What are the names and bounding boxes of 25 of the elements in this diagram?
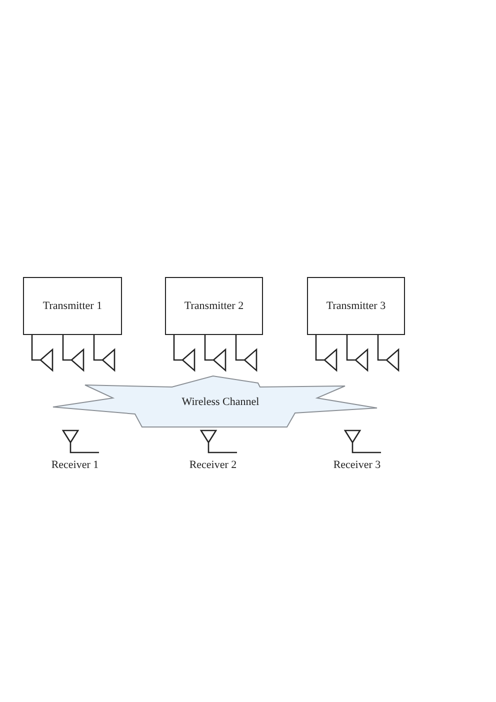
connector-line <box>62 335 71 361</box>
receiver-label: Receiver 2 <box>188 459 238 471</box>
antenna-icon <box>182 349 195 371</box>
connector-line <box>346 335 355 361</box>
antenna-icon <box>244 349 257 371</box>
connector-line <box>31 335 40 361</box>
connector-line <box>93 335 102 361</box>
antenna-icon <box>40 349 53 371</box>
antenna-icon <box>102 349 115 371</box>
connector-line <box>377 335 386 361</box>
antenna-icon <box>71 349 84 371</box>
receiver-label: Receiver 1 <box>50 459 100 471</box>
receiver-label: Receiver 3 <box>332 459 382 471</box>
connector-line <box>204 335 213 361</box>
antenna-icon <box>213 349 226 371</box>
antenna-icon <box>386 349 399 371</box>
connector-line <box>235 335 244 361</box>
antenna-icon <box>355 349 368 371</box>
transmitter-box: Transmitter 3 <box>307 277 405 335</box>
transmitter-box: Transmitter 1 <box>23 277 122 335</box>
antenna-icon <box>324 349 337 371</box>
connector-line <box>173 335 182 361</box>
transmitter-box: Transmitter 2 <box>165 277 263 335</box>
channel-label: Wireless Channel <box>180 396 260 408</box>
connector-line <box>315 335 324 361</box>
